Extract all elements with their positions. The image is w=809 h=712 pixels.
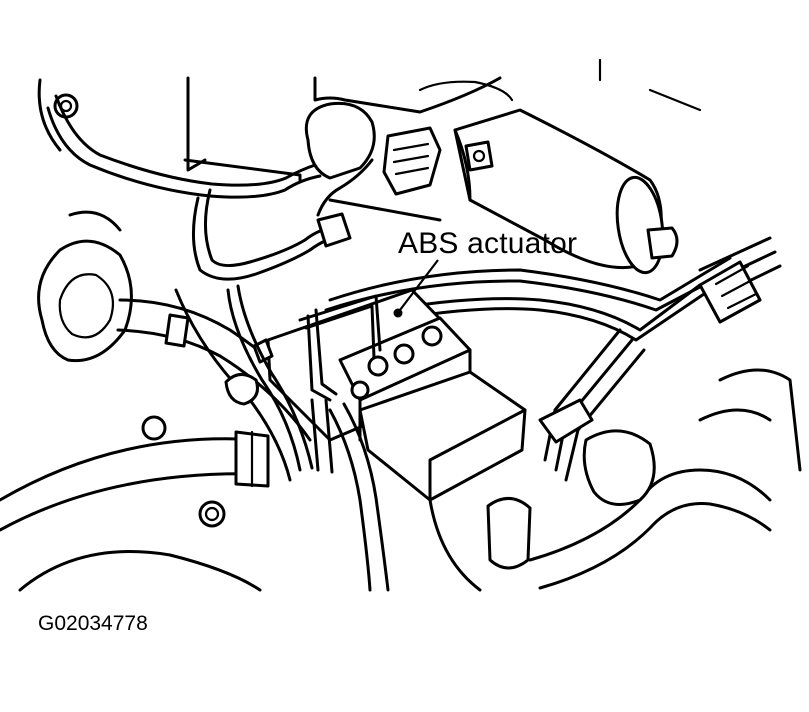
abs-actuator-block [252,288,527,502]
lower-right-hose [428,368,802,592]
lower-bolts [18,415,262,592]
brake-lines [324,236,782,482]
wiring-harness [46,94,352,281]
figure-id-label: G02034778 [38,612,148,635]
abs-actuator-label: ABS actuator [398,227,578,260]
electrical-connector [304,101,442,217]
coolant-hose [0,430,270,532]
throttle-motor [453,108,679,275]
left-round-component [37,210,133,363]
vertical-tubes [174,284,390,592]
